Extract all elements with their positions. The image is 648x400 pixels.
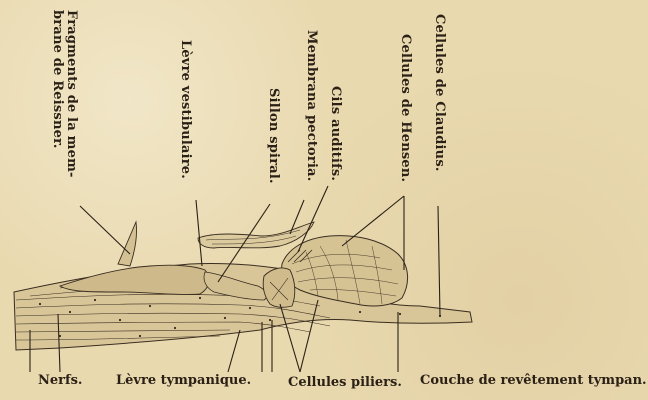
- label-pillar-cells: Cellules piliers.: [288, 376, 402, 390]
- label-membrana-pectoria: Membrana pectoria.: [304, 30, 318, 181]
- label-cils-text: Cils auditifs.: [328, 86, 342, 181]
- label-tympanic-layer: Couche de revêtement tympan.: [420, 374, 647, 388]
- label-claudius-text: Cellules de Claudius.: [432, 14, 446, 172]
- label-levre-vest-text: Lèvre vestibulaire.: [178, 40, 192, 179]
- pillar-cells: [263, 268, 295, 307]
- label-tympanic-lip: Lèvre tympanique.: [116, 374, 251, 388]
- label-reissner-membrane: Fragments de la mem- brane de Reissner.: [50, 10, 78, 178]
- label-nerves: Nerfs.: [38, 374, 82, 388]
- label-auditory-hairs: Cils auditifs.: [328, 86, 342, 181]
- label-claudius-cells: Cellules de Claudius.: [432, 14, 446, 172]
- vestibular-lip: [60, 265, 209, 294]
- label-reissner-line2: brane de Reissner.: [50, 10, 64, 178]
- label-membrana-text: Membrana pectoria.: [304, 30, 318, 181]
- reissner-membrane: [118, 222, 137, 266]
- label-spiral-sulcus: Sillon spiral.: [266, 88, 280, 184]
- label-reissner-line1: Fragments de la mem-: [64, 10, 78, 178]
- label-vestibular-lip: Lèvre vestibulaire.: [178, 40, 192, 179]
- label-hensen-text: Cellules de Hensen.: [398, 34, 412, 182]
- label-sillon-text: Sillon spiral.: [266, 88, 280, 184]
- label-hensen-cells: Cellules de Hensen.: [398, 34, 412, 182]
